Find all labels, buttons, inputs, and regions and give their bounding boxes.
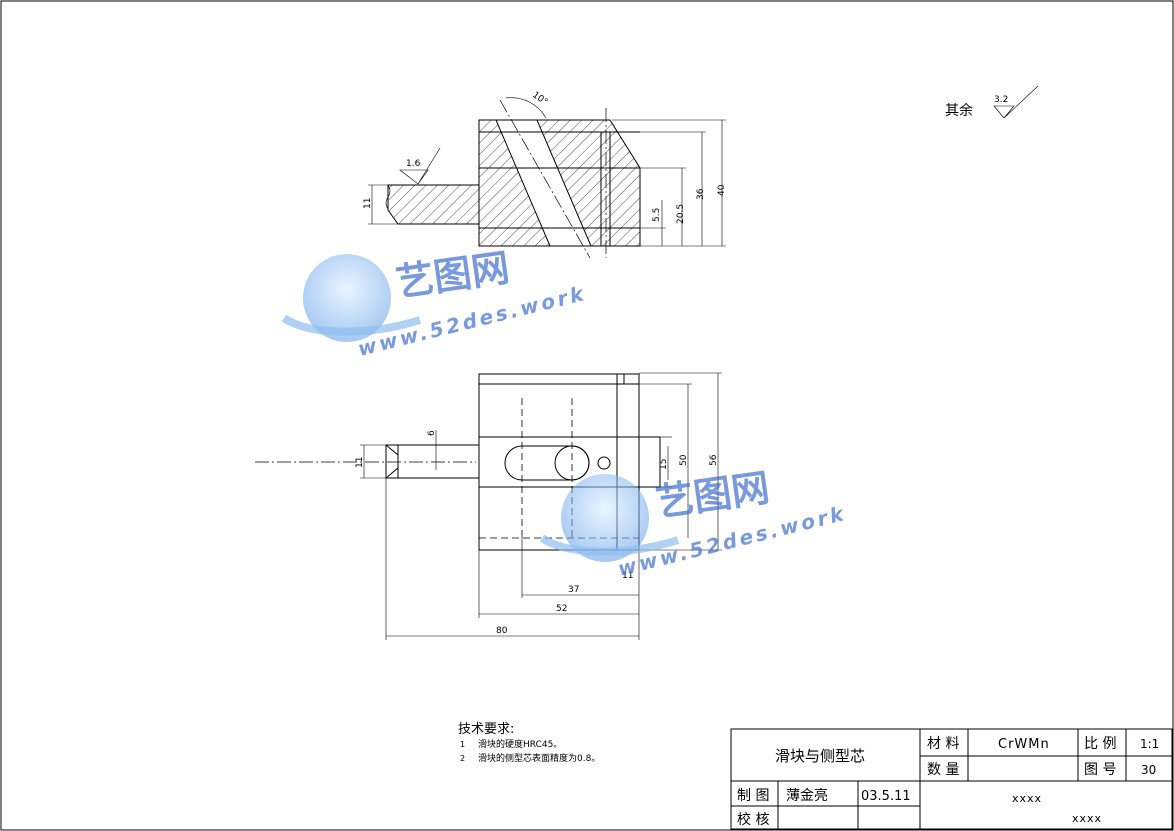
plan-view (255, 372, 722, 640)
globe-icon (561, 474, 649, 562)
note-1-number: 1 (460, 740, 465, 749)
dim-11-plan: 11 (355, 457, 365, 468)
globe-icon (303, 254, 391, 342)
drawing-no-label: 图 号 (1084, 762, 1116, 778)
dim-15: 15 (659, 459, 669, 470)
scale-value: 1:1 (1140, 737, 1159, 751)
title-block (730, 728, 1173, 830)
dim-20-5: 20.5 (676, 204, 686, 224)
company-name-2: xxxx (1072, 812, 1102, 825)
notes-title: 技术要求: (458, 722, 514, 737)
drafter-name: 薄金亮 (786, 787, 828, 804)
scale-label: 比 例 (1084, 736, 1116, 752)
front-section-view (368, 97, 726, 259)
note-2-text: 滑块的侧型芯表面精度为0.8。 (478, 752, 600, 764)
roughness-symbol (993, 85, 1039, 119)
dim-37: 37 (568, 585, 579, 595)
drafter-label: 制 图 (737, 788, 769, 804)
svg-text:艺图网: 艺图网 (653, 465, 772, 524)
watermark-1: 艺图网 www.52des.work (281, 245, 589, 361)
drawing-no-value: 30 (1141, 763, 1156, 777)
part-name: 滑块与侧型芯 (775, 747, 865, 765)
roughness-1-6: 1.6 (406, 159, 421, 169)
note-1-text: 滑块的硬度HRC45。 (478, 738, 562, 750)
roughness-3-2: 3.2 (994, 95, 1008, 105)
note-2-number: 2 (460, 754, 465, 763)
dim-50: 50 (679, 454, 689, 466)
angle-label: 10° (530, 90, 549, 107)
dim-36: 36 (696, 188, 706, 200)
dim-11-front: 11 (363, 198, 373, 209)
material-label: 材 料 (927, 736, 959, 752)
dim-40: 40 (717, 184, 727, 196)
roughness-other-label: 其余 (945, 102, 973, 119)
dim-52: 52 (556, 604, 567, 614)
company-name: xxxx (1012, 792, 1042, 805)
checker-label: 校 核 (737, 811, 769, 828)
dim-6: 6 (427, 430, 437, 436)
quantity-label: 数 量 (927, 762, 959, 778)
dim-80: 80 (496, 626, 508, 636)
dim-5-5: 5.5 (652, 208, 662, 222)
draft-date: 03.5.11 (861, 789, 911, 804)
watermark-2: 艺图网 www.52des.work (539, 465, 849, 581)
dim-56: 56 (709, 454, 719, 466)
material-value: CrWMn (998, 737, 1050, 752)
dim-1: 11 (622, 571, 633, 581)
svg-text:艺图网: 艺图网 (393, 245, 512, 304)
